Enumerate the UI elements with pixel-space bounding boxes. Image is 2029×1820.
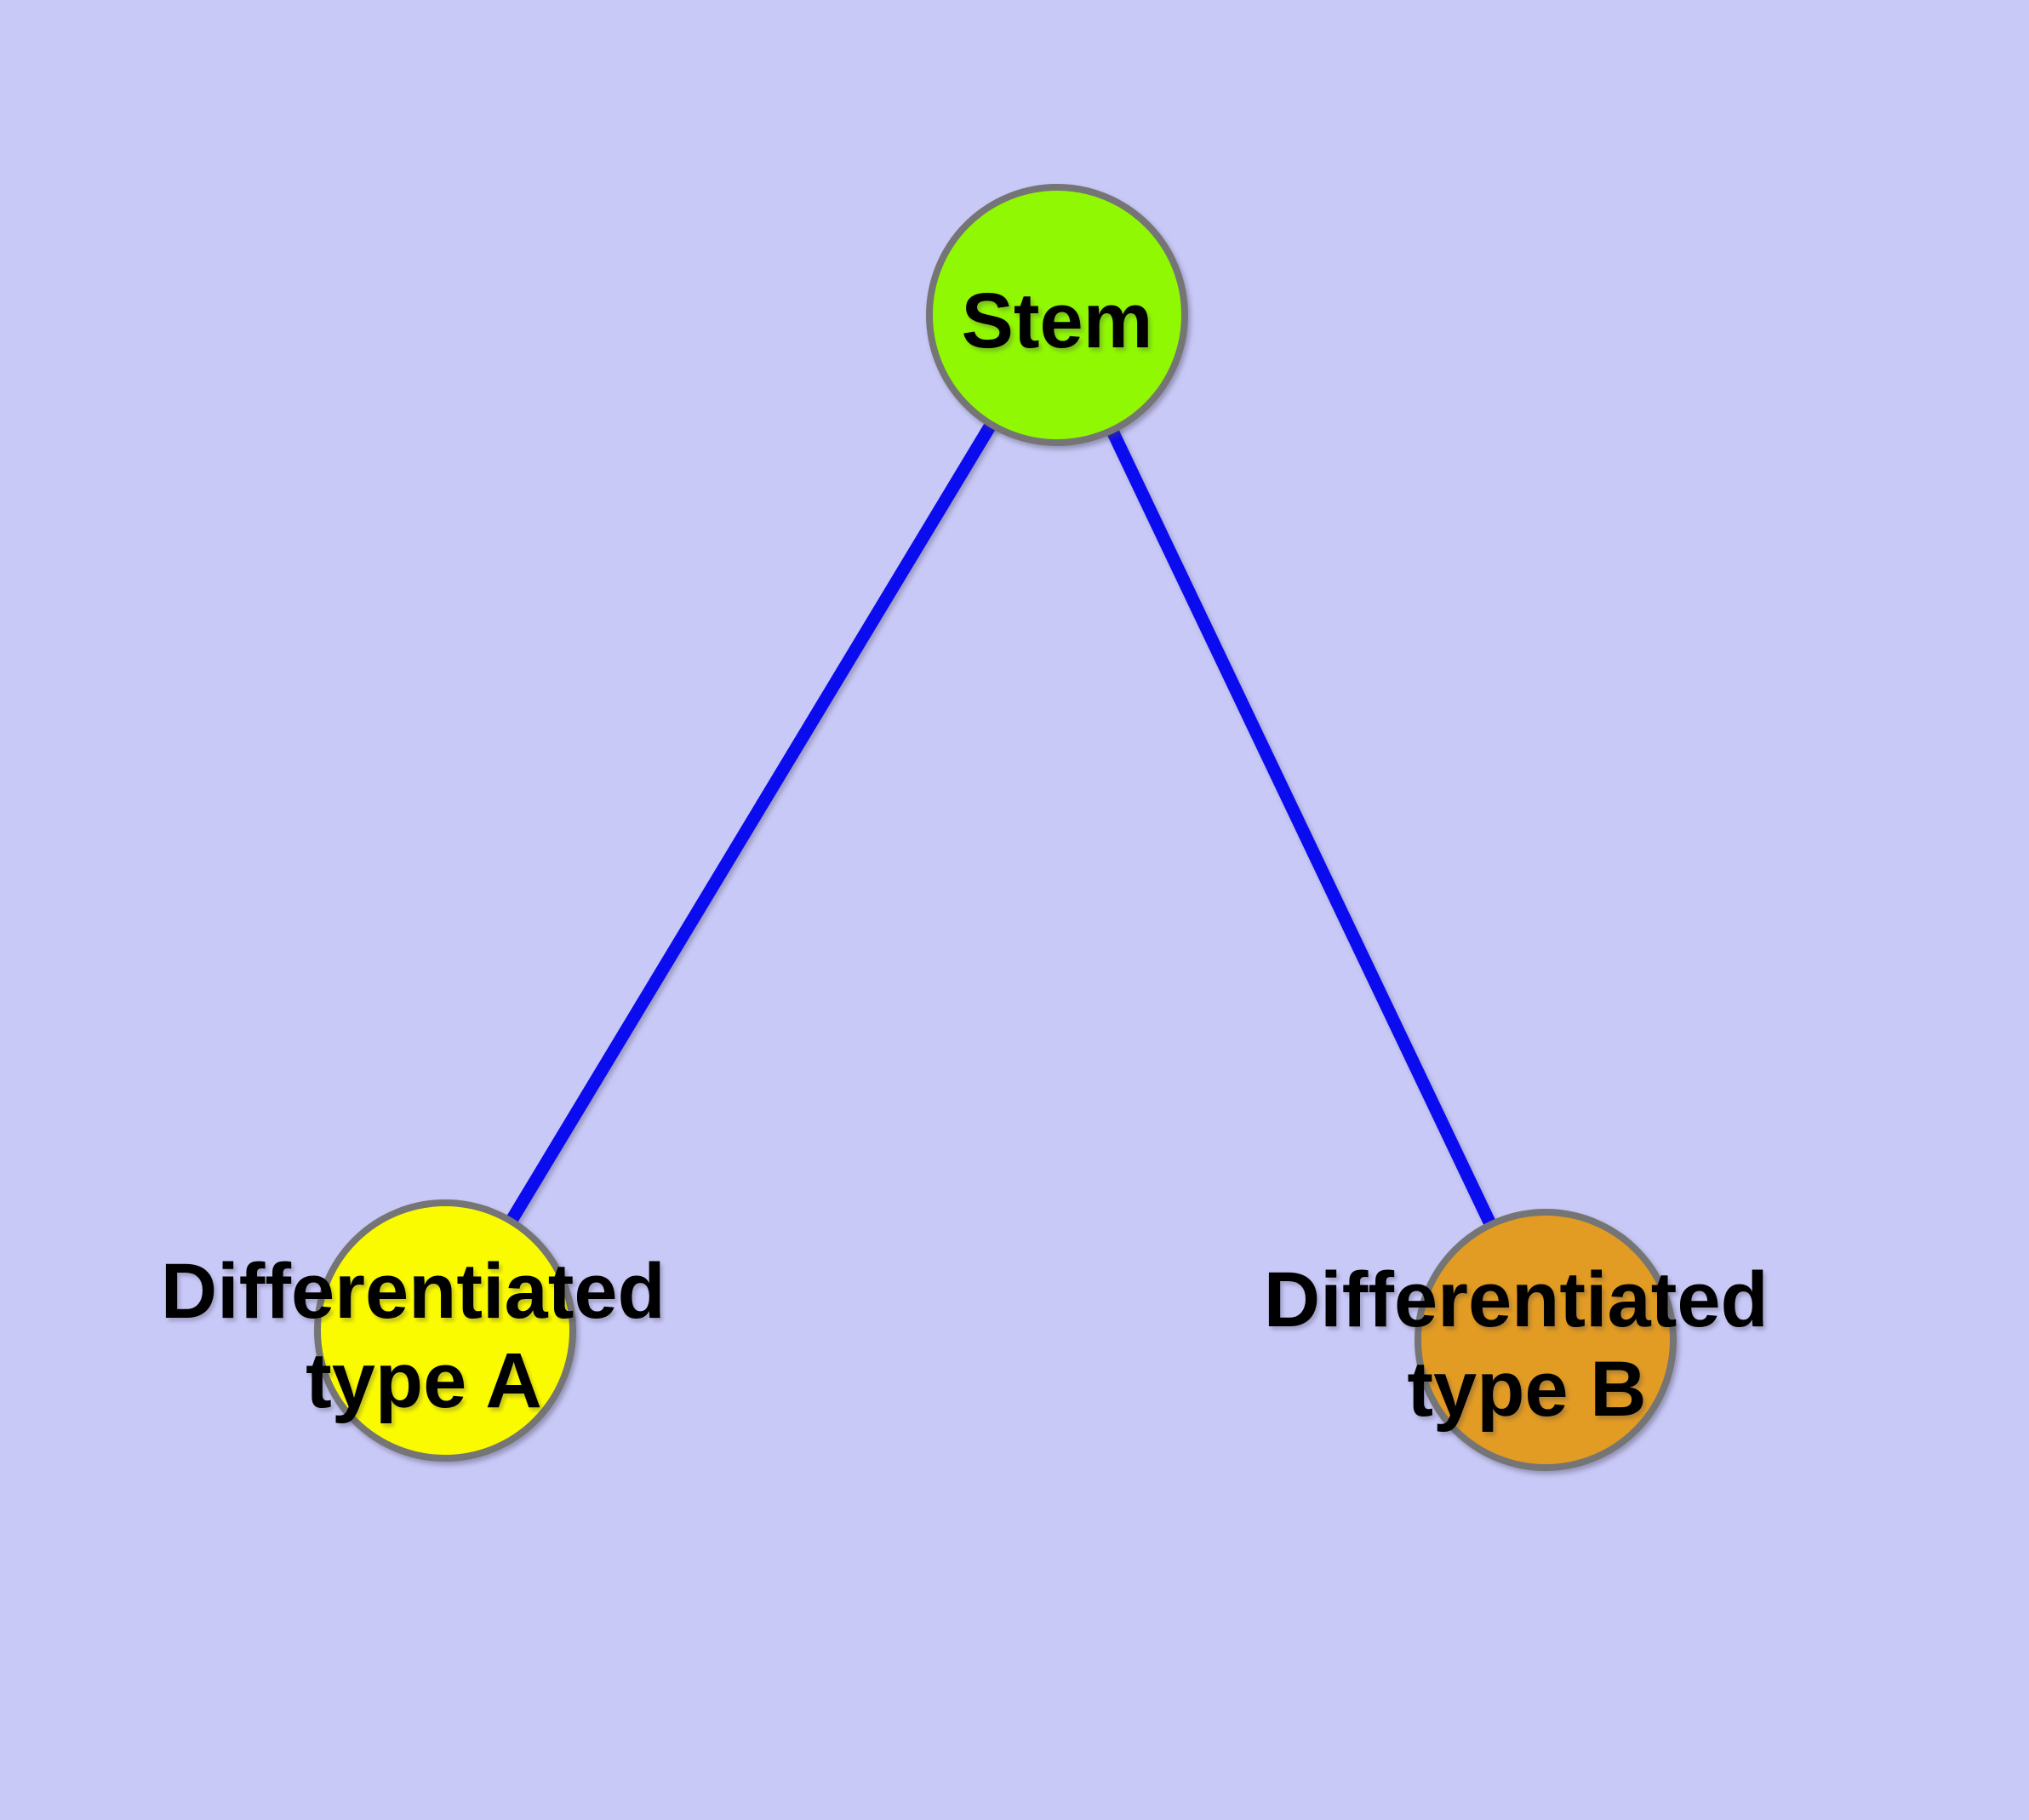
node-differentiated-type-b[interactable] — [1415, 1209, 1677, 1471]
node-differentiated-type-a[interactable] — [314, 1199, 576, 1462]
node-type-a-label-line2: type A — [306, 1337, 542, 1424]
node-type-a-label: Differentiated type A — [161, 1248, 688, 1424]
node-stem[interactable] — [926, 184, 1188, 446]
node-type-b-label: Differentiated type B — [1264, 1256, 1791, 1433]
edge-stem-to-type-b — [1051, 312, 1552, 1343]
node-stem-label: Stem — [962, 278, 1153, 364]
node-type-b-label-line1: Differentiated — [1264, 1256, 1769, 1343]
edge-stem-to-type-a — [439, 312, 1063, 1334]
node-type-a-label-line1: Differentiated — [161, 1248, 666, 1335]
node-type-b-label-line2: type B — [1407, 1346, 1646, 1433]
